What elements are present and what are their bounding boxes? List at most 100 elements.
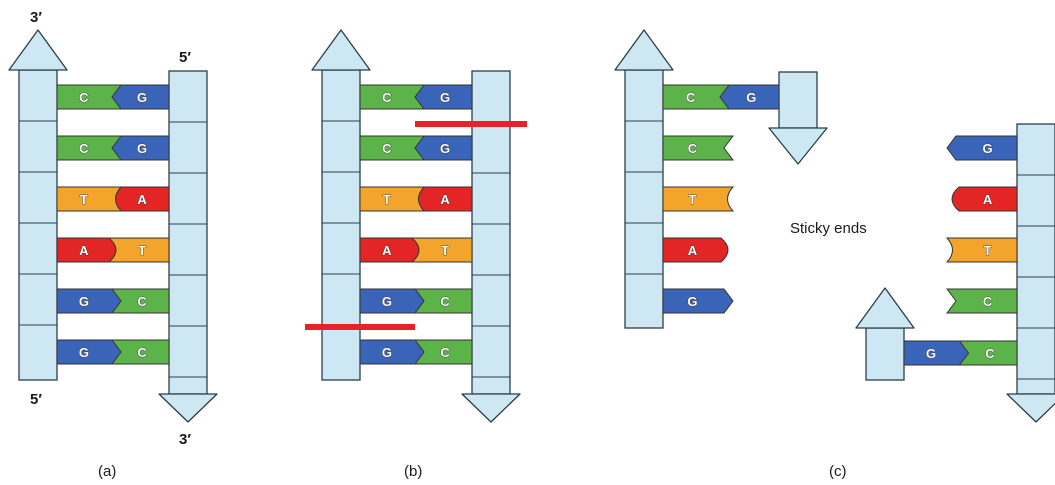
base-pair: TA [359,237,473,263]
base-label-G: G [137,90,147,105]
base-label-G: G [382,294,392,309]
strand-body [168,70,208,395]
strand-body [471,70,511,395]
base-label-G: G [79,345,89,360]
base-label-T: T [138,243,146,258]
label-3-prime-bottom-right: 3′ [179,431,191,448]
base-label-T: T [441,243,449,258]
sticky-ends-label: Sticky ends [790,220,867,237]
nucleotide-T [662,186,735,212]
base-label-G: G [440,141,450,156]
nucleotide-G [946,135,1018,161]
base-label-C: C [382,90,392,105]
base-label-A: A [688,243,698,258]
base-label-G: G [137,141,147,156]
strand-body [778,71,818,129]
base-label-C: C [79,141,89,156]
nucleotide-C [56,84,122,110]
base-label-A: A [983,192,993,207]
base-pair: AT [359,186,473,212]
nucleotide-C [359,135,425,161]
base-label-A: A [79,243,89,258]
nucleotide-C [946,288,1018,314]
nucleotide-G [662,288,734,314]
right-fragment-short-strand [855,287,915,381]
base-label-G: G [440,90,450,105]
base-label-C: C [983,294,993,309]
base-label-T: T [383,192,391,207]
nucleotide-G [359,339,425,365]
nucleotide-C [662,135,734,161]
base-pair: GC [56,135,170,161]
nucleotide-G [56,288,122,314]
nucleotide-G [359,288,425,314]
nucleotide-A [56,237,117,263]
strand-arrowhead [1006,393,1055,423]
base-label-C: C [440,294,450,309]
base-label-T: T [80,192,88,207]
base-label-C: C [137,345,147,360]
base-pair: GC [56,84,170,110]
strand-arrowhead [614,29,674,71]
base-label-T: T [688,192,696,207]
base-label-C: C [137,294,147,309]
nucleotide-G [903,340,970,366]
nucleotide-T [56,186,123,212]
strand-body [1016,123,1055,395]
base-label-G: G [746,90,756,105]
base-label-G: G [926,346,936,361]
nucleotide-A [951,186,1018,212]
strand-body [18,69,58,381]
strand-arrowhead [8,29,68,71]
base-pair: TA [56,237,170,263]
base-label-G: G [79,294,89,309]
base-label-A: A [382,243,392,258]
base-label-C: C [686,90,696,105]
base-pair: GC [359,84,473,110]
nucleotide-A [359,237,420,263]
base-pair: CG [56,339,170,365]
caption-a: (a) [98,463,116,480]
caption-c: (c) [829,463,847,480]
base-label-G: G [687,294,697,309]
base-pair: AT [56,186,170,212]
base-pair: CG [56,288,170,314]
nucleotide-C [56,135,122,161]
strand-arrowhead [461,393,521,423]
base-pair: GC [662,84,780,110]
strand-arrowhead [768,127,828,165]
strand-arrowhead [158,393,218,423]
nucleotide-T [945,237,1018,263]
base-label-C: C [79,90,89,105]
nucleotide-G [56,339,122,365]
strand-arrowhead [311,29,371,71]
caption-b: (b) [404,463,422,480]
base-label-C: C [688,141,698,156]
strand-body [624,69,664,329]
base-pair: CG [903,340,1018,366]
right-strand [158,70,218,423]
label-3-prime-top: 3′ [30,9,42,26]
right-fragment-strand [1006,123,1055,423]
strand-body [865,327,905,381]
label-5-prime-bottom-left: 5′ [30,391,42,408]
nucleotide-T [359,186,426,212]
nucleotide-C [662,84,730,110]
left-fragment-short-strand [768,71,828,165]
base-label-A: A [137,192,147,207]
base-pair: GC [359,135,473,161]
left-strand [8,29,68,381]
base-label-G: G [983,141,993,156]
base-label-C: C [382,141,392,156]
left-fragment-strand [614,29,674,329]
base-label-C: C [440,345,450,360]
base-pair: CG [359,288,473,314]
base-pair: CG [359,339,473,365]
base-label-T: T [984,243,992,258]
base-label-C: C [985,346,995,361]
strand-arrowhead [855,287,915,329]
